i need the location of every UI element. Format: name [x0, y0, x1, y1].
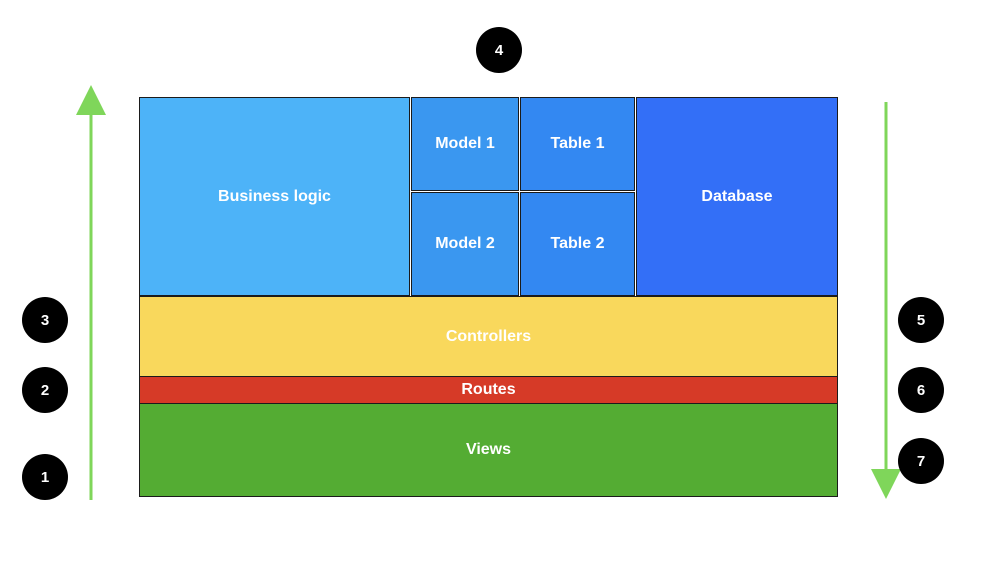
step-1-badge: 1: [22, 454, 68, 500]
step-2-badge: 2: [22, 367, 68, 413]
database-label: Database: [701, 187, 773, 205]
step-7-badge: 7: [898, 438, 944, 484]
step-6-badge: 6: [898, 367, 944, 413]
step-4-badge: 4: [476, 27, 522, 73]
step-3-badge: 3: [22, 297, 68, 343]
model-2-label: Model 2: [435, 235, 495, 252]
model-2-block: Model 2: [411, 192, 519, 296]
business-logic-block: Business logic: [139, 97, 410, 296]
table-1-block: Table 1: [520, 97, 635, 191]
controllers-block: Controllers: [139, 296, 838, 377]
views-block: Views: [139, 403, 838, 497]
model-1-label: Model 1: [435, 135, 495, 152]
views-label: Views: [465, 441, 512, 458]
table-2-block: Table 2: [520, 192, 635, 296]
business-logic-label: Business logic: [218, 187, 331, 205]
step-5-badge: 5: [898, 297, 944, 343]
model-1-block: Model 1: [411, 97, 519, 191]
table-2-label: Table 2: [550, 235, 605, 252]
routes-label: Routes: [461, 381, 516, 398]
database-block: Database: [636, 97, 838, 296]
routes-block: Routes: [139, 376, 838, 404]
table-1-label: Table 1: [550, 135, 605, 152]
controllers-label: Controllers: [445, 327, 532, 345]
